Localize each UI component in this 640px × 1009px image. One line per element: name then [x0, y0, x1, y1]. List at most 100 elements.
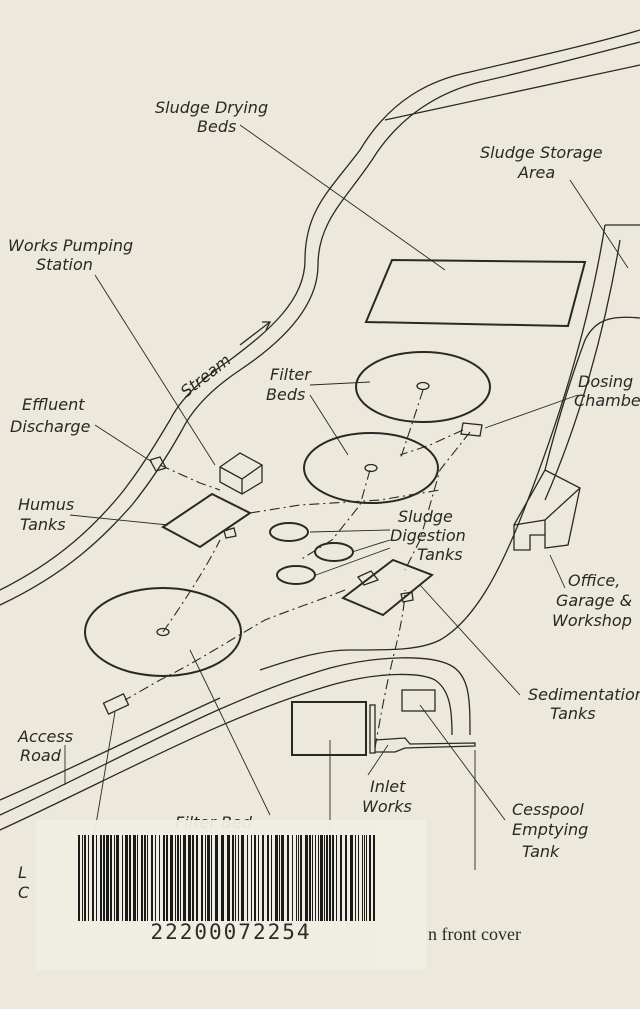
barcode-bar [125, 835, 128, 921]
barcode-bar [279, 835, 280, 921]
barcode-bar [366, 835, 367, 921]
barcode-bar [177, 835, 179, 921]
barcode-bar [355, 835, 356, 921]
label-dosing-2: Chamber [574, 391, 640, 410]
barcode-bar [298, 835, 299, 921]
barcode-bar [332, 835, 334, 921]
label-sludge-digestion-2: Digestion [390, 526, 466, 545]
barcode-bar [281, 835, 284, 921]
label-sludge-storage-1: Sludge Storage [480, 143, 603, 162]
office-path [544, 316, 640, 471]
inlet-channel [374, 737, 476, 753]
filter-bed-upper [355, 351, 491, 423]
barcode-bar [133, 835, 136, 921]
label-humus-2: Tanks [20, 515, 66, 534]
barcode-bar [116, 835, 119, 921]
barcode-bar [358, 835, 359, 921]
barcode-bar [369, 835, 371, 921]
label-sedimentation-2: Tanks [550, 704, 596, 723]
sludge-drying-beds [364, 258, 587, 328]
flow-line-5 [399, 389, 424, 461]
barcode-bar [235, 835, 236, 921]
barcode-bar [196, 835, 198, 921]
barcode-bar [305, 835, 308, 921]
ptr-filter-bed-2 [94, 711, 116, 831]
barcode-bar [159, 835, 160, 921]
barcode-bar [141, 835, 143, 921]
barcode-bar [320, 835, 323, 921]
works-pumping-station [219, 452, 263, 495]
flow-line-8 [159, 464, 221, 491]
label-cesspool-3: Tank [522, 842, 560, 861]
label-works-pumping-2: Station [36, 255, 93, 274]
ptr-cesspool [419, 704, 506, 821]
barcode-bar [275, 835, 278, 921]
barcode-bar [329, 835, 331, 921]
barcode-bar [84, 835, 86, 921]
barcode-bar [155, 835, 156, 921]
barcode-bar [364, 835, 365, 921]
flow-line-3 [299, 469, 371, 561]
barcode-bar [82, 835, 83, 921]
barcode-bar [309, 835, 311, 921]
label-filter-beds-1: Filter [270, 365, 312, 384]
filter-bed-lower [303, 432, 439, 504]
barcode-bar [315, 835, 316, 921]
barcode-bar [324, 835, 325, 921]
barcode-bar [232, 835, 234, 921]
barcode-bar [227, 835, 230, 921]
barcode-bar [215, 835, 218, 921]
dosing-chamber [460, 422, 483, 437]
barcode-bar [201, 835, 203, 921]
barcode-bar [258, 835, 259, 921]
label-office-2: Garage & [556, 591, 632, 610]
digestion-tank-2 [314, 542, 354, 562]
site-path-inner [544, 239, 621, 501]
access-road-gate [102, 693, 130, 715]
barcode-bar [110, 835, 112, 921]
sedimentation-valve-2 [400, 591, 414, 603]
label-access-road-2: Road [20, 746, 62, 765]
barcode-bar [180, 835, 181, 921]
barcode-bar [312, 835, 313, 921]
site-boundary-right [259, 224, 606, 671]
ptr-filter-beds-b [309, 394, 349, 456]
ptr-inlet [367, 744, 389, 776]
barcode-bar [247, 835, 248, 921]
barcode-bar [326, 835, 328, 921]
digestion-tank-3 [276, 565, 316, 585]
barcode-bar [192, 835, 194, 921]
barcode-bar [238, 835, 239, 921]
site-boundary-top [384, 64, 640, 121]
barcode-bar [300, 835, 302, 921]
ptr-digestion-3 [315, 547, 391, 576]
barcode-bar [144, 835, 146, 921]
flow-line-2 [124, 589, 346, 701]
ptr-pumping [94, 274, 216, 466]
filter-bed-large [84, 587, 242, 677]
humus-tank-valve [223, 527, 237, 539]
barcode-bar [271, 835, 272, 921]
access-road-edge-3 [0, 697, 221, 801]
barcode-bar [88, 835, 89, 921]
filter-bed-upper-centre [416, 381, 430, 391]
barcode-bar [205, 835, 206, 921]
barcode-sticker: 22200072254 [36, 820, 426, 970]
label-humus-1: Humus [18, 495, 74, 514]
barcode-bar [362, 835, 363, 921]
barcode-bar [336, 835, 337, 921]
barcode-bar [267, 835, 269, 921]
barcode-bar [147, 835, 148, 921]
label-stream: Stream [177, 350, 235, 401]
barcode-number: 22200072254 [150, 920, 312, 944]
access-road-edge-2 [0, 673, 453, 831]
barcode-bar [163, 835, 165, 921]
label-access-road-1: Access [17, 727, 73, 746]
barcode-bars [78, 835, 375, 921]
stream-flow-arrow [239, 321, 271, 346]
inlet-screen [369, 704, 376, 754]
barcode-bar [292, 835, 293, 921]
barcode-bar [262, 835, 264, 921]
